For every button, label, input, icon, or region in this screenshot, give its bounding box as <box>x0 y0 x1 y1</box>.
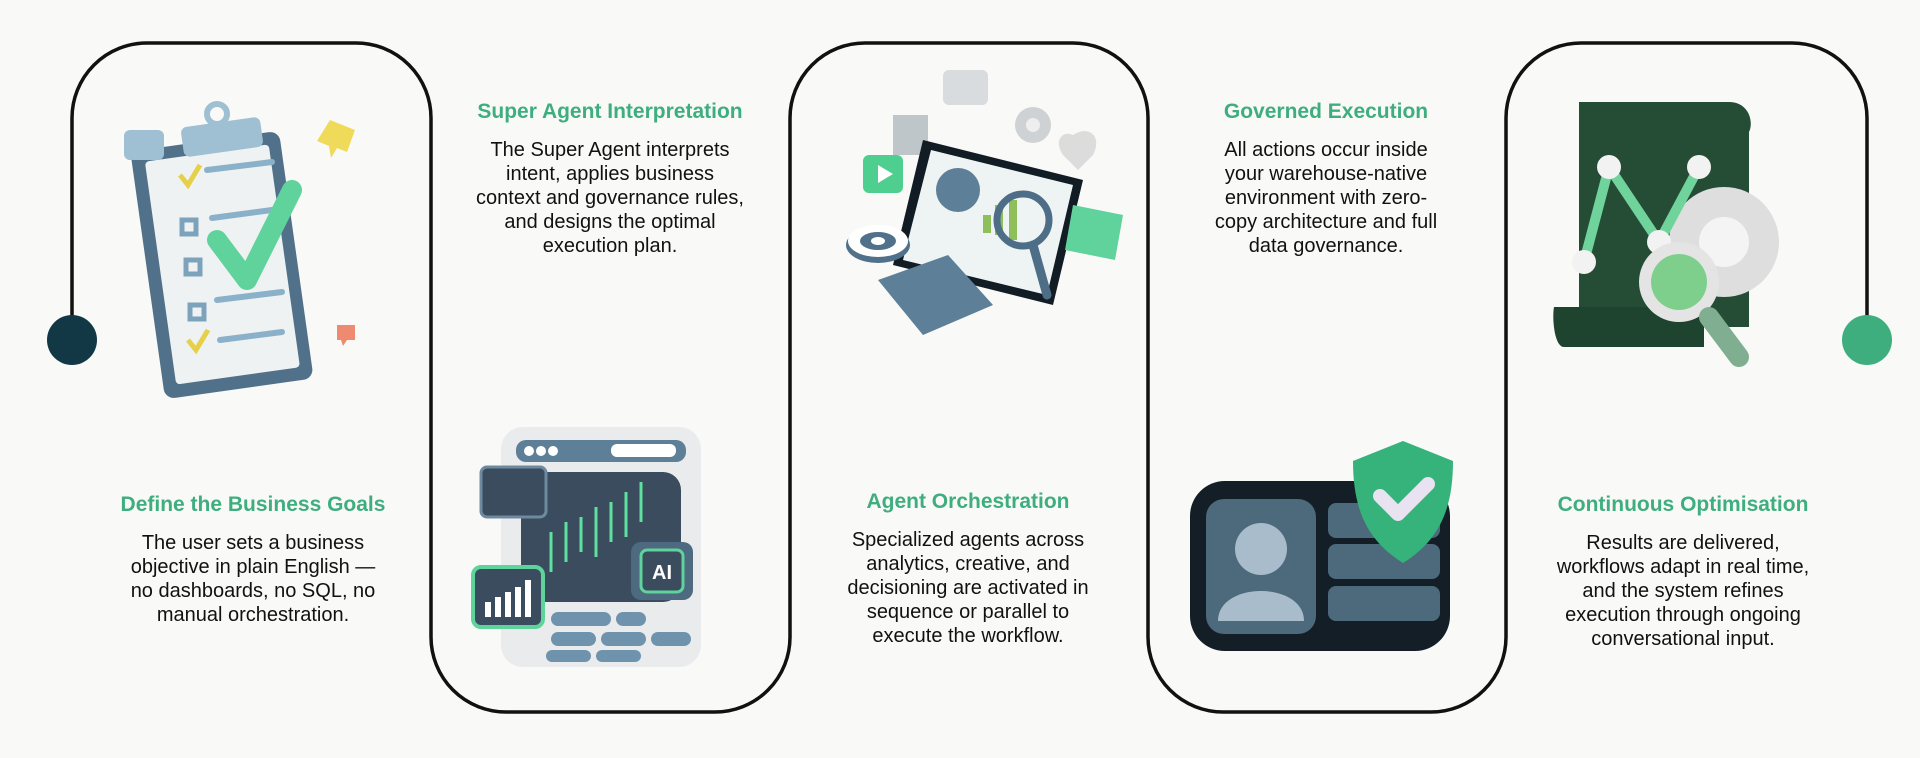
description-line: intent, applies business <box>506 163 714 185</box>
description-line: no dashboards, no SQL, no <box>130 580 376 602</box>
description-line: The user sets a business <box>141 532 365 554</box>
description-line: copy architecture and full <box>1214 211 1438 233</box>
description-line: context and governance rules, <box>476 187 744 209</box>
ai-dashboard-icon: AI <box>471 427 701 667</box>
description-line: execute the workflow. <box>872 625 1064 647</box>
end-dot <box>1842 315 1892 365</box>
description-line: environment with zero- <box>1224 187 1428 209</box>
description-line: workflows adapt in real time, <box>1556 556 1810 578</box>
description-line: execution plan. <box>542 235 678 257</box>
description-line: decisioning are activated in <box>847 577 1089 599</box>
step-description: All actions occur inside your warehouse-… <box>1156 138 1496 258</box>
secure-identity-icon <box>1190 441 1453 651</box>
step-governed-execution: Governed Execution All actions occur ins… <box>1156 100 1496 258</box>
step-title: Super Agent Interpretation <box>477 100 743 123</box>
description-line: Specialized agents across <box>851 529 1085 551</box>
step-agent-orchestration: Agent Orchestration Specialized agents a… <box>798 490 1138 648</box>
description-line: All actions occur inside <box>1224 139 1428 161</box>
step-description: The user sets a business objective in pl… <box>83 531 423 627</box>
step-description: Specialized agents across analytics, cre… <box>798 528 1138 648</box>
optimisation-chart-icon <box>1553 102 1779 367</box>
description-line: your warehouse-native <box>1224 163 1428 185</box>
description-line: Results are delivered, <box>1586 532 1780 554</box>
description-line: sequence or parallel to <box>866 601 1070 623</box>
description-line: analytics, creative, and <box>866 553 1070 575</box>
step-define-business-goals: Define the Business Goals The user sets … <box>83 493 423 627</box>
step-description: The Super Agent interprets intent, appli… <box>440 138 780 258</box>
step-title: Continuous Optimisation <box>1557 493 1809 516</box>
ai-chip-label: AI <box>652 562 672 584</box>
step-description: Results are delivered, workflows adapt i… <box>1513 531 1853 651</box>
description-line: The Super Agent interprets <box>490 139 730 161</box>
description-line: and designs the optimal <box>504 211 716 233</box>
step-title: Governed Execution <box>1223 100 1429 123</box>
description-line: data governance. <box>1248 235 1404 257</box>
description-line: objective in plain English — <box>130 556 376 578</box>
step-title: Agent Orchestration <box>866 490 1070 513</box>
start-dot <box>47 315 97 365</box>
step-title: Define the Business Goals <box>120 493 386 516</box>
description-line: conversational input. <box>1591 628 1775 650</box>
serpentine-path <box>70 41 1869 714</box>
marketing-analytics-icon <box>846 70 1123 335</box>
description-line: manual orchestration. <box>156 604 350 626</box>
step-continuous-optimisation: Continuous Optimisation Results are deli… <box>1513 493 1853 651</box>
description-line: and the system refines <box>1582 580 1784 602</box>
description-line: execution through ongoing <box>1565 604 1801 626</box>
clipboard-checklist-icon <box>124 101 355 398</box>
step-super-agent-interpretation: Super Agent Interpretation The Super Age… <box>440 100 780 258</box>
